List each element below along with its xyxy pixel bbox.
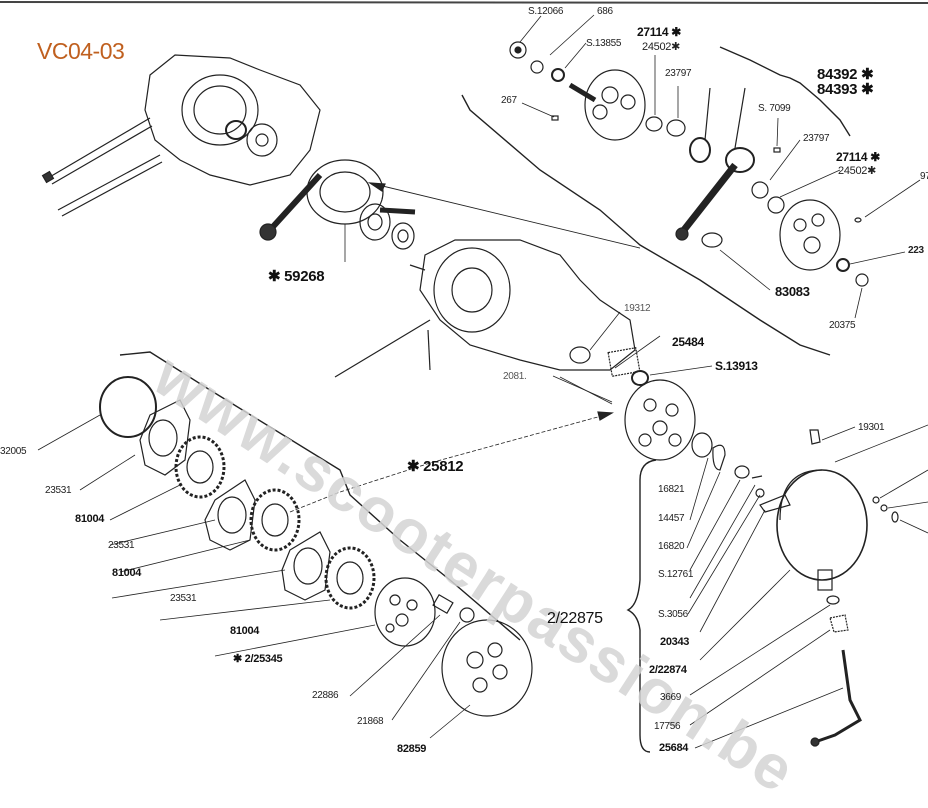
part-label: 24502✱ [642,41,681,53]
part-label: 2/22875 [547,610,603,627]
part-label: S.12066 [528,6,564,17]
cover-drawing [712,429,899,747]
group-outline-clutch [119,351,521,641]
part-label: 23531 [170,593,197,604]
group-bracket-22875 [626,459,657,753]
part-label: S.12761 [658,569,694,580]
part-label: 23531 [108,540,135,551]
part-label: 686 [597,6,613,17]
crankshaft-drawing [259,159,641,262]
part-label: S.13855 [586,38,622,49]
part-label: 27114 ✱ [836,150,880,164]
part-label: 16821 [658,484,685,495]
part-label: 16820 [658,541,685,552]
leader-lines-clutch [37,414,471,739]
group-outline-right [461,94,831,356]
part-label: 25684 [659,742,689,754]
leader-lines-cover [686,424,928,749]
part-label: 20375 [829,320,856,331]
part-label: 27114 ✱ [637,25,681,39]
part-label: S. 7099 [758,103,791,114]
part-label: 3669 [660,692,682,703]
clutch-bell-drawing [607,347,713,461]
part-label: 22886 [312,690,339,701]
part-label: 81004 [230,625,260,637]
top-border [0,1,928,4]
part-label: 23797 [803,133,830,144]
part-label: 23531 [45,485,72,496]
part-label: 2/22874 [649,664,687,676]
part-label: 81004 [112,567,142,579]
part-label: 223 [908,245,924,256]
part-label: S.3056 [658,609,688,620]
crankcase-left-drawing [41,54,321,217]
leader-lines-right [519,14,921,405]
part-label: 17756 [654,721,681,732]
part-label: 24502✱ [838,165,877,177]
crankcase-right-drawing [334,239,636,378]
crank-right-drawing [509,41,869,287]
part-label: 19312 [624,303,651,314]
diagram-drawing [0,1,928,753]
part-label: 84392 ✱ [817,66,874,83]
part-label: 83083 [775,284,810,299]
part-label: 23797 [665,68,692,79]
part-label: S.13913 [715,359,758,373]
part-label: 267 [501,95,517,106]
part-label: ✱ 25812 [407,458,464,475]
part-label: ✱ 2/25345 [233,653,283,665]
part-label: 25484 [672,335,704,349]
part-label: 2081. [503,371,527,382]
part-label: 20343 [660,636,690,648]
part-label: 19301 [858,422,885,433]
part-label: 32005 [0,446,27,457]
part-label: 14457 [658,513,685,524]
part-label: 97 [920,171,928,182]
clutch-drawing [99,376,533,717]
part-label: ✱ 59268 [268,268,325,285]
part-label: 84393 ✱ [817,81,874,98]
diagram-title: VC04-03 [37,38,125,64]
part-label: 81004 [75,513,105,525]
part-label: 82859 [397,743,427,755]
part-label: 21868 [357,716,384,727]
